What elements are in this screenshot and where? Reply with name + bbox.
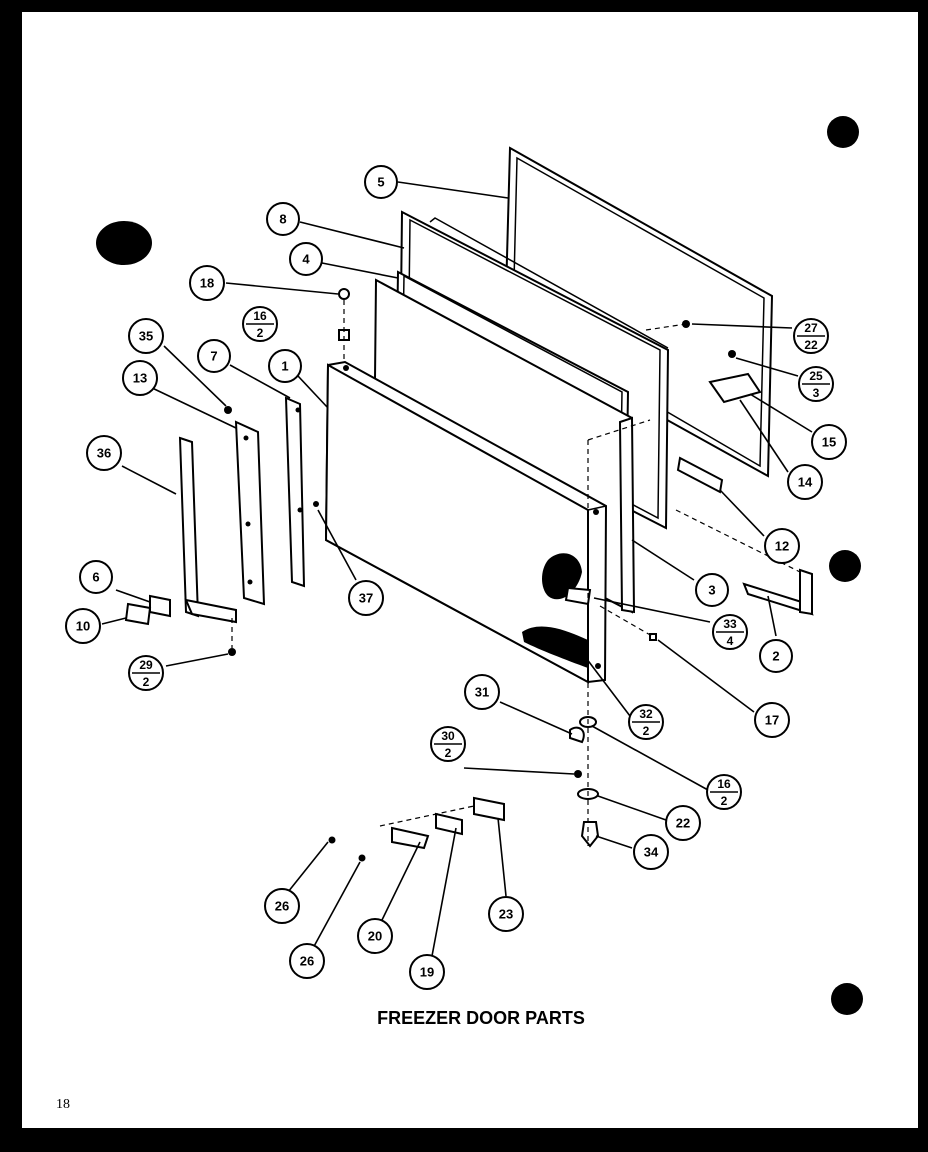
callout-26-upper: 26 bbox=[264, 888, 300, 924]
svg-text:29: 29 bbox=[139, 658, 153, 672]
callout-20: 20 bbox=[357, 918, 393, 954]
callout-18: 18 bbox=[189, 265, 225, 301]
callout-22: 22 bbox=[665, 805, 701, 841]
assembly-lines bbox=[231, 300, 801, 846]
svg-text:35: 35 bbox=[139, 329, 153, 344]
svg-text:4: 4 bbox=[302, 252, 310, 267]
callout-26-lower: 26 bbox=[289, 943, 325, 979]
part-12-hinge-bar bbox=[676, 456, 724, 494]
svg-text:8: 8 bbox=[279, 212, 286, 227]
svg-text:30: 30 bbox=[441, 729, 455, 743]
binder-hole-middle bbox=[829, 550, 861, 582]
ink-blot bbox=[96, 221, 152, 265]
svg-text:2: 2 bbox=[772, 649, 779, 664]
callout-33-4: 334 bbox=[712, 614, 748, 650]
svg-text:2: 2 bbox=[257, 326, 264, 340]
svg-text:34: 34 bbox=[644, 845, 659, 860]
part-10-plate bbox=[124, 602, 152, 626]
part-2-lower-hinge bbox=[742, 568, 814, 616]
part-1-door-panel bbox=[324, 360, 608, 684]
svg-text:23: 23 bbox=[499, 907, 513, 922]
callout-14: 14 bbox=[787, 464, 823, 500]
svg-text:4: 4 bbox=[727, 634, 734, 648]
svg-text:17: 17 bbox=[765, 713, 779, 728]
binder-hole-bottom bbox=[831, 983, 863, 1015]
callout-10: 10 bbox=[65, 608, 101, 644]
svg-text:2: 2 bbox=[643, 724, 650, 738]
svg-text:31: 31 bbox=[475, 685, 489, 700]
svg-text:3: 3 bbox=[708, 583, 715, 598]
callout-16-2-lower: 162 bbox=[706, 774, 742, 810]
callout-35: 35 bbox=[128, 318, 164, 354]
svg-text:1: 1 bbox=[281, 359, 288, 374]
part-36-handle bbox=[178, 436, 237, 624]
svg-text:18: 18 bbox=[200, 276, 214, 291]
part-13-handle-channel bbox=[234, 420, 266, 606]
svg-text:16: 16 bbox=[253, 309, 267, 323]
callout-12: 12 bbox=[764, 528, 800, 564]
callout-31: 31 bbox=[464, 674, 500, 710]
leader-lines bbox=[101, 181, 813, 957]
svg-text:37: 37 bbox=[359, 591, 373, 606]
callout-4: 4 bbox=[289, 242, 323, 276]
svg-text:20: 20 bbox=[368, 929, 382, 944]
part-14-hinge-plate bbox=[708, 372, 762, 404]
svg-text:33: 33 bbox=[723, 617, 737, 631]
svg-text:15: 15 bbox=[822, 435, 836, 450]
hardware bbox=[224, 288, 736, 848]
svg-text:2: 2 bbox=[143, 675, 150, 689]
page-number: 18 bbox=[56, 1097, 70, 1112]
svg-text:36: 36 bbox=[97, 446, 111, 461]
callout-34: 34 bbox=[633, 834, 669, 870]
svg-text:2: 2 bbox=[721, 794, 728, 808]
svg-text:32: 32 bbox=[639, 707, 653, 721]
svg-text:12: 12 bbox=[775, 539, 789, 554]
svg-text:22: 22 bbox=[676, 816, 690, 831]
callout-13: 13 bbox=[122, 360, 158, 396]
svg-text:16: 16 bbox=[717, 777, 731, 791]
callout-32-2: 322 bbox=[628, 704, 664, 740]
callout-2: 2 bbox=[759, 639, 793, 673]
svg-text:5: 5 bbox=[377, 175, 384, 190]
svg-text:7: 7 bbox=[210, 349, 217, 364]
diagram-title: FREEZER DOOR PARTS bbox=[377, 1008, 585, 1028]
svg-text:2: 2 bbox=[445, 746, 452, 760]
svg-text:14: 14 bbox=[798, 475, 813, 490]
svg-text:27: 27 bbox=[804, 321, 818, 335]
svg-text:13: 13 bbox=[133, 371, 147, 386]
svg-text:6: 6 bbox=[92, 570, 99, 585]
part-7-side-trim bbox=[284, 396, 306, 588]
svg-text:26: 26 bbox=[275, 899, 289, 914]
callout-16-2-upper: 162 bbox=[242, 306, 278, 342]
callout-1: 1 bbox=[268, 349, 302, 383]
callout-3: 3 bbox=[695, 573, 729, 607]
callout-29-2: 292 bbox=[128, 655, 164, 691]
callout-30-2: 302 bbox=[430, 726, 466, 762]
binder-hole-top bbox=[827, 116, 859, 148]
svg-text:26: 26 bbox=[300, 954, 314, 969]
callout-15: 15 bbox=[811, 424, 847, 460]
svg-text:22: 22 bbox=[804, 338, 818, 352]
svg-text:19: 19 bbox=[420, 965, 434, 980]
svg-text:25: 25 bbox=[809, 369, 823, 383]
callout-36: 36 bbox=[86, 435, 122, 471]
svg-text:10: 10 bbox=[76, 619, 90, 634]
callout-19: 19 bbox=[409, 954, 445, 990]
callout-5: 5 bbox=[364, 165, 398, 199]
callout-7: 7 bbox=[197, 339, 231, 373]
part-6-bracket bbox=[149, 594, 171, 618]
callout-37: 37 bbox=[348, 580, 384, 616]
svg-text:3: 3 bbox=[813, 386, 820, 400]
callout-23: 23 bbox=[488, 896, 524, 932]
callout-25-3: 253 bbox=[798, 366, 834, 402]
door-cutout-lower bbox=[522, 626, 588, 668]
callout-17: 17 bbox=[754, 702, 790, 738]
callout-8: 8 bbox=[266, 202, 300, 236]
callout-6: 6 bbox=[79, 560, 113, 594]
